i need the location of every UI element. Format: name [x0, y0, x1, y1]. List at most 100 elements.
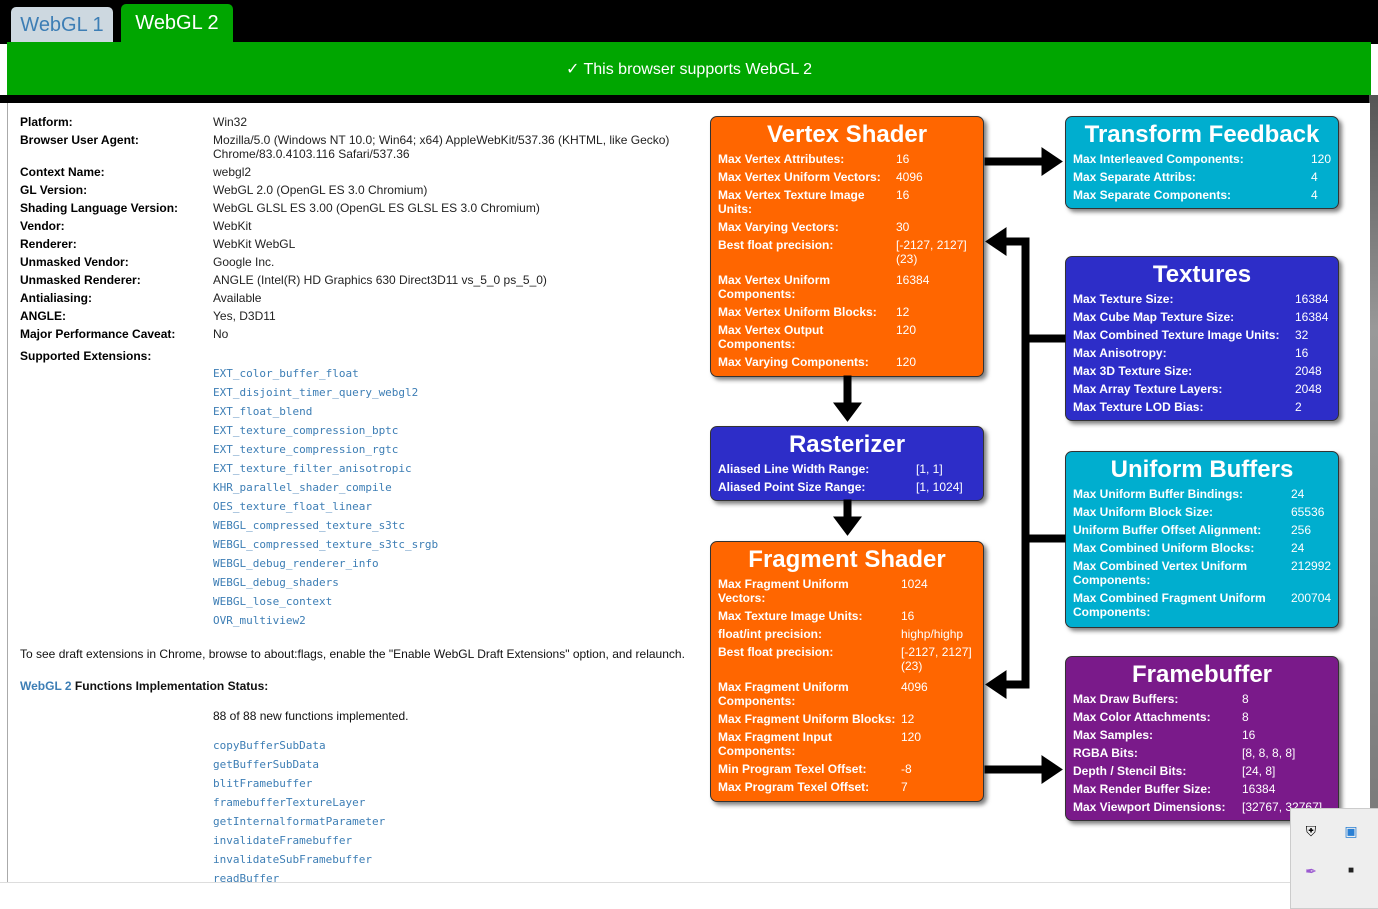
arrow-head	[833, 516, 862, 536]
extensions-label: Supported Extensions:	[20, 349, 152, 363]
info-value: Yes, D3D11	[213, 309, 276, 323]
stat-value: 212992	[1291, 559, 1332, 573]
info-value: Mozilla/5.0 (Windows NT 10.0; Win64; x64…	[213, 133, 670, 147]
framebuffer-box: Framebuffer Max Draw Buffers: 8 Max Colo…	[1065, 656, 1339, 821]
extension-link[interactable]: EXT_texture_compression_bptc	[213, 424, 399, 437]
stat-label: Max Interleaved Components:	[1073, 152, 1244, 166]
tab-bar: WebGL 1 WebGL 2	[0, 0, 1378, 44]
stat-value: 24	[1291, 487, 1305, 501]
background-strip	[1369, 95, 1378, 882]
function-link[interactable]: invalidateSubFramebuffer	[213, 853, 372, 866]
function-link[interactable]: getBufferSubData	[213, 758, 319, 771]
info-label: Unmasked Renderer:	[20, 273, 141, 287]
functions-heading: WebGL 2 Functions Implementation Status:	[20, 679, 268, 693]
extension-link[interactable]: WEBGL_debug_shaders	[213, 576, 339, 589]
stat-label: Best float precision:	[718, 645, 834, 659]
function-link[interactable]: readBuffer	[213, 872, 280, 882]
function-link[interactable]: framebufferTextureLayer	[213, 796, 366, 809]
stat-label: float/int precision:	[718, 627, 823, 641]
extension-link[interactable]: EXT_float_blend	[213, 405, 313, 418]
uniform-buffers-box: Uniform Buffers Max Uniform Buffer Bindi…	[1065, 451, 1339, 628]
stat-label: Max Anisotropy:	[1073, 346, 1167, 360]
arrow-shaft	[1002, 237, 1030, 246]
function-link[interactable]: copyBufferSubData	[213, 739, 326, 752]
stat-label: Aliased Point Size Range:	[718, 480, 866, 494]
info-value: Google Inc.	[213, 255, 275, 269]
feather-icon[interactable]: ✒	[1305, 863, 1317, 879]
info-label: Browser User Agent:	[20, 133, 139, 147]
extension-link[interactable]: WEBGL_compressed_texture_s3tc_srgb	[213, 538, 439, 551]
stat-value: 30	[896, 220, 910, 234]
stat-value: 16384	[1242, 782, 1276, 796]
stat-value: 256	[1291, 523, 1312, 537]
transform-feedback-title: Transform Feedback	[1084, 121, 1320, 148]
vertex-shader-title: Vertex Shader	[766, 121, 928, 148]
function-link[interactable]: getInternalformatParameter	[213, 815, 386, 828]
arrow-shaft	[984, 765, 1046, 774]
stat-label: Max Render Buffer Size:	[1073, 782, 1212, 796]
tab-webgl2[interactable]: WebGL 2	[121, 4, 233, 42]
extension-link[interactable]: WEBGL_lose_context	[213, 595, 333, 608]
arrow-shaft	[984, 157, 1046, 166]
info-value: WebGL GLSL ES 3.00 (OpenGL ES GLSL ES 3.…	[213, 201, 540, 215]
stat-label: Best float precision:	[718, 238, 834, 252]
arrow-shaft	[843, 375, 852, 407]
report-panel: Platform: Win32 Browser User Agent: Mozi…	[7, 103, 1370, 882]
stat-label: Max Texture Size:	[1073, 292, 1174, 306]
stat-label: Max Uniform Buffer Bindings:	[1073, 487, 1243, 501]
stat-label: Max Fragment Uniform Blocks:	[718, 712, 896, 726]
draft-note: To see draft extensions in Chrome, brows…	[20, 647, 685, 661]
status-bar	[0, 882, 1378, 908]
extension-link[interactable]: WEBGL_debug_renderer_info	[213, 557, 379, 570]
stat-label: Max Combined Vertex Uniform Components:	[1073, 559, 1248, 587]
stat-label: Max Combined Texture Image Units:	[1073, 328, 1280, 342]
extension-link[interactable]: OVR_multiview2	[213, 614, 306, 627]
stat-value: 12	[901, 712, 915, 726]
info-value: Available	[213, 291, 262, 305]
stat-label: Max Fragment Uniform Components:	[718, 680, 849, 708]
stat-value: 1024	[901, 577, 928, 591]
rasterizer-box: Rasterizer Aliased Line Width Range: [1,…	[710, 426, 984, 501]
extension-link[interactable]: KHR_parallel_shader_compile	[213, 481, 392, 494]
info-value: WebKit	[213, 219, 252, 233]
info-label: GL Version:	[20, 183, 88, 197]
extension-link[interactable]: EXT_texture_filter_anisotropic	[213, 462, 412, 475]
info-label: Unmasked Vendor:	[20, 255, 129, 269]
stat-label: Max Draw Buffers:	[1073, 692, 1179, 706]
network-icon[interactable]: ▣	[1344, 823, 1358, 839]
stat-value: [1, 1024]	[916, 480, 963, 494]
extension-link[interactable]: EXT_texture_compression_rgtc	[213, 443, 399, 456]
stat-value: 16	[901, 609, 915, 623]
extension-link[interactable]: EXT_color_buffer_float	[213, 367, 359, 380]
stat-label: Max Texture Image Units:	[718, 609, 863, 623]
stat-label: Max Vertex Output Components:	[718, 323, 824, 351]
extension-link[interactable]: WEBGL_compressed_texture_s3tc	[213, 519, 406, 532]
stat-label: Max Program Texel Offset:	[718, 780, 870, 794]
extension-link[interactable]: EXT_disjoint_timer_query_webgl2	[213, 386, 419, 399]
tab-webgl1[interactable]: WebGL 1	[11, 7, 113, 42]
stat-label: Max Vertex Uniform Components:	[718, 273, 831, 301]
info-label: Renderer:	[20, 237, 77, 251]
info-value: WebKit WebGL	[213, 237, 296, 251]
uniform-buffers-title: Uniform Buffers	[1110, 456, 1294, 483]
extension-link[interactable]: OES_texture_float_linear	[213, 500, 372, 513]
webgl2-link[interactable]: WebGL 2	[20, 679, 72, 693]
stat-value: highp/highp	[901, 627, 964, 641]
stat-label: Max Vertex Uniform Vectors:	[718, 170, 881, 184]
rasterizer-title: Rasterizer	[788, 431, 906, 458]
function-link[interactable]: blitFramebuffer	[213, 777, 313, 790]
info-value: webgl2	[213, 165, 252, 179]
stat-value: 7	[901, 780, 908, 794]
arrow-head	[985, 227, 1007, 256]
info-value: ANGLE (Intel(R) HD Graphics 630 Direct3D…	[213, 273, 547, 287]
stat-value: 16	[896, 152, 910, 166]
epic-games-icon[interactable]: ■	[1347, 865, 1355, 876]
stat-value: 16384	[1295, 292, 1329, 306]
stat-value: 16384	[1295, 310, 1329, 324]
stat-label: Max Texture LOD Bias:	[1073, 400, 1204, 414]
function-link[interactable]: invalidateFramebuffer	[213, 834, 353, 847]
shield-icon[interactable]: ⛨	[1305, 823, 1317, 839]
info-value: No	[213, 327, 229, 341]
stat-label: Max Combined Uniform Blocks:	[1073, 541, 1255, 555]
stat-value: 8	[1242, 692, 1249, 706]
